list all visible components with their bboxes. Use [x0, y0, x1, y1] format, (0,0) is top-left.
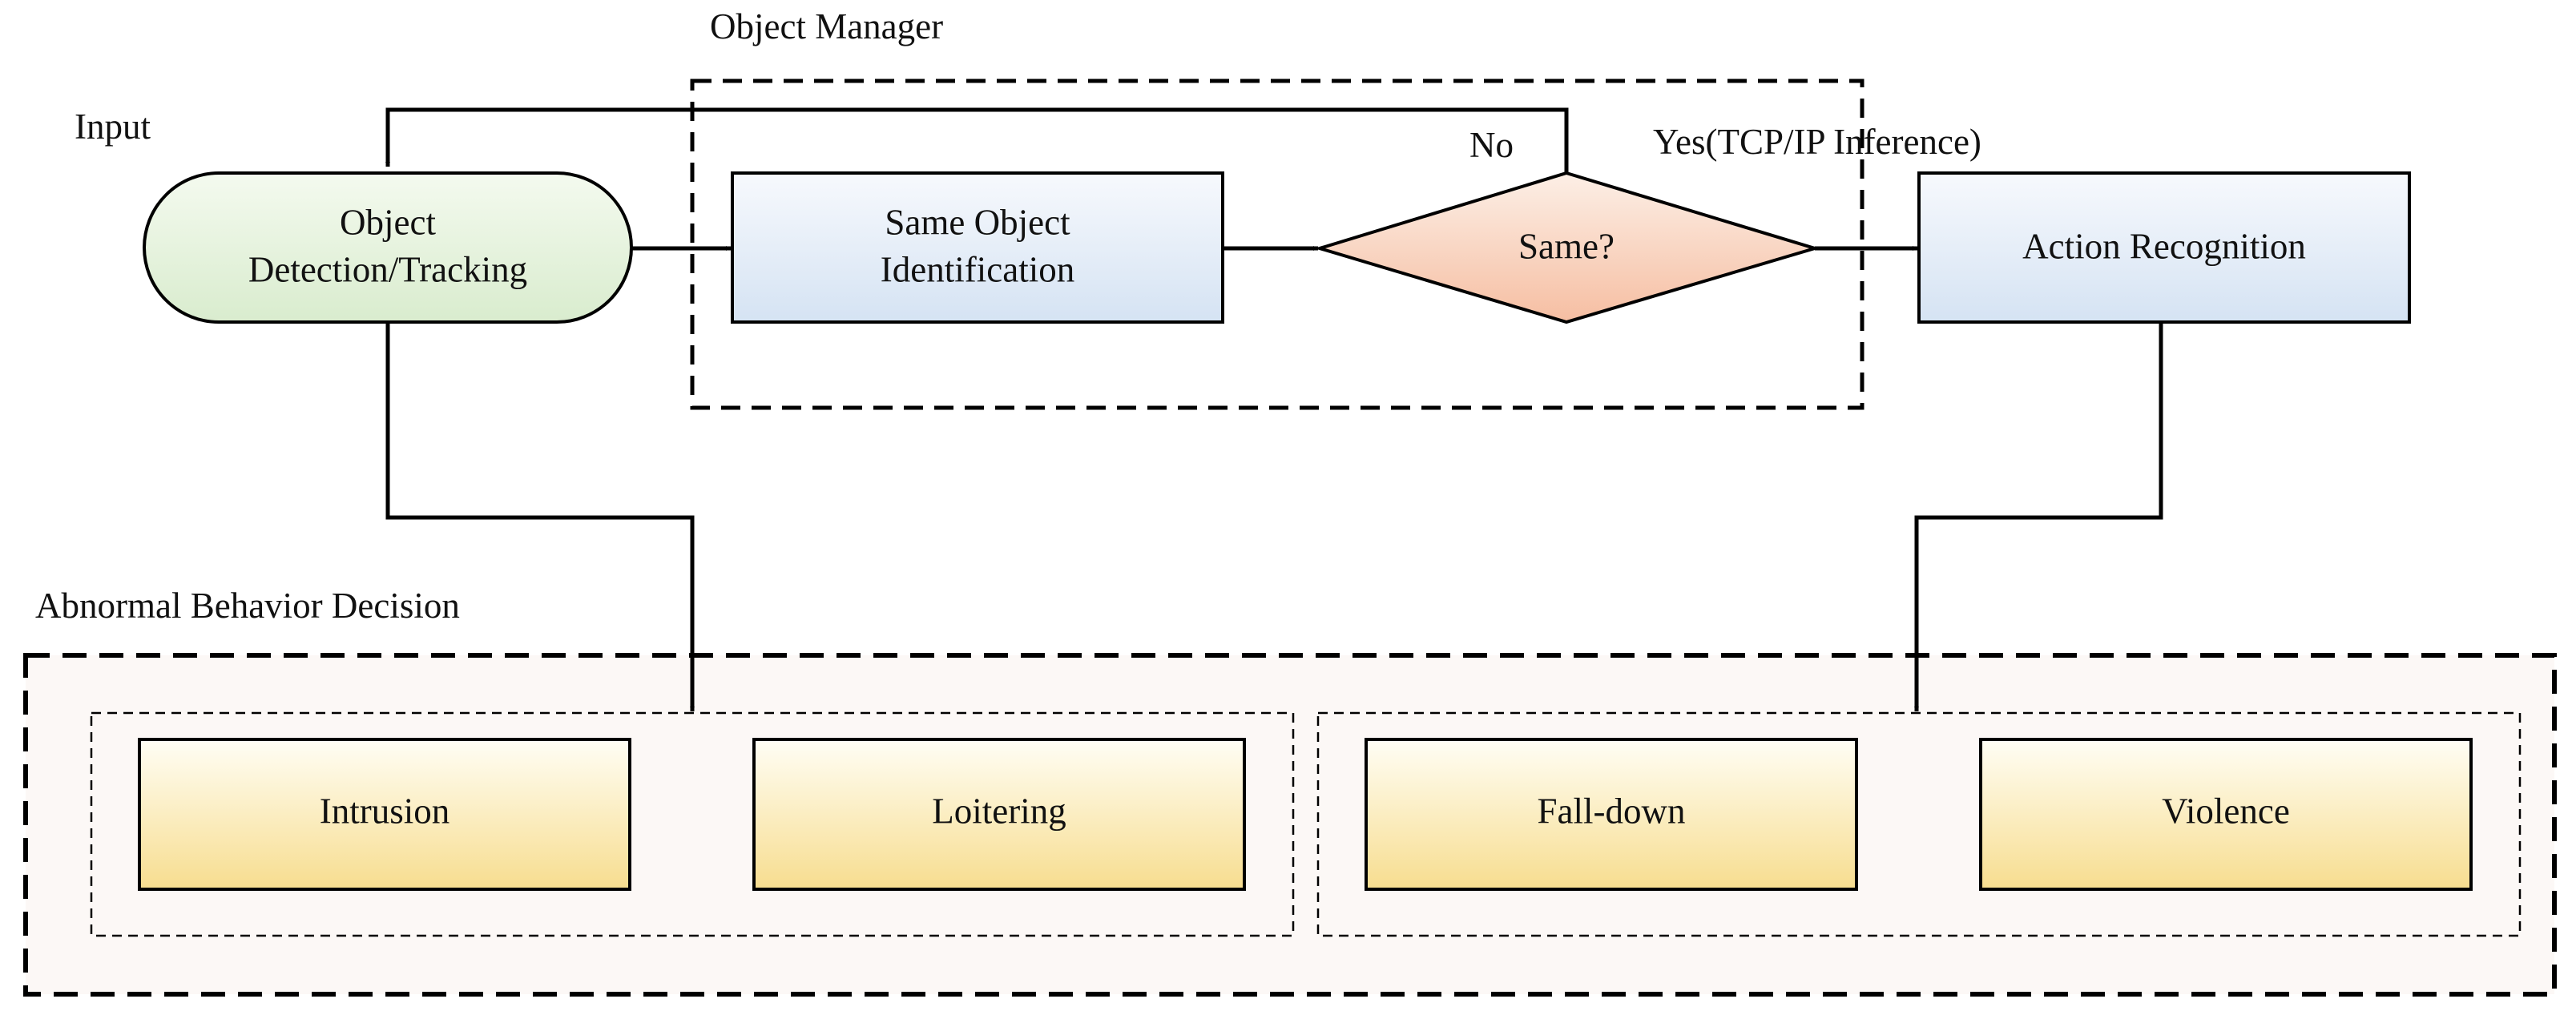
violence-label: Violence	[2162, 791, 2290, 831]
feedback-loop-connector	[385, 107, 1569, 173]
action-to-behaviors-connector	[1914, 322, 2163, 711]
loitering-label: Loitering	[932, 791, 1066, 831]
right-behavior-group	[1316, 711, 2522, 937]
same-decision-node: Same?	[1314, 171, 1820, 324]
detection-to-behaviors-connector	[385, 322, 695, 711]
fall-down-box: Fall-down	[1365, 738, 1858, 891]
input-label: Input	[75, 107, 151, 147]
action-recognition-node: Action Recognition	[1917, 171, 2411, 324]
no-label: No	[1469, 125, 1514, 165]
abnormal-behavior-decision-label: Abnormal Behavior Decision	[35, 586, 460, 626]
object-manager-label: Object Manager	[710, 6, 943, 46]
left-behavior-group	[90, 711, 1295, 937]
yes-label: Yes(TCP/IP Inference)	[1653, 122, 1981, 162]
detection-line-1: Object	[340, 202, 436, 242]
intrusion-box: Intrusion	[138, 738, 631, 891]
identification-line-2: Identification	[881, 249, 1074, 289]
loitering-box: Loitering	[752, 738, 1246, 891]
intrusion-label: Intrusion	[320, 791, 450, 831]
same-object-identification-node: Same Object Identification	[731, 171, 1224, 324]
fall-down-label: Fall-down	[1538, 791, 1686, 831]
decision-label: Same?	[1518, 226, 1615, 266]
identification-line-1: Same Object	[885, 202, 1070, 242]
violence-box: Violence	[1979, 738, 2473, 891]
action-recognition-label: Action Recognition	[2022, 226, 2306, 266]
detection-line-2: Detection/Tracking	[248, 249, 527, 289]
object-detection-tracking-node: Object Detection/Tracking	[143, 171, 633, 324]
object-manager-group	[690, 79, 1864, 410]
